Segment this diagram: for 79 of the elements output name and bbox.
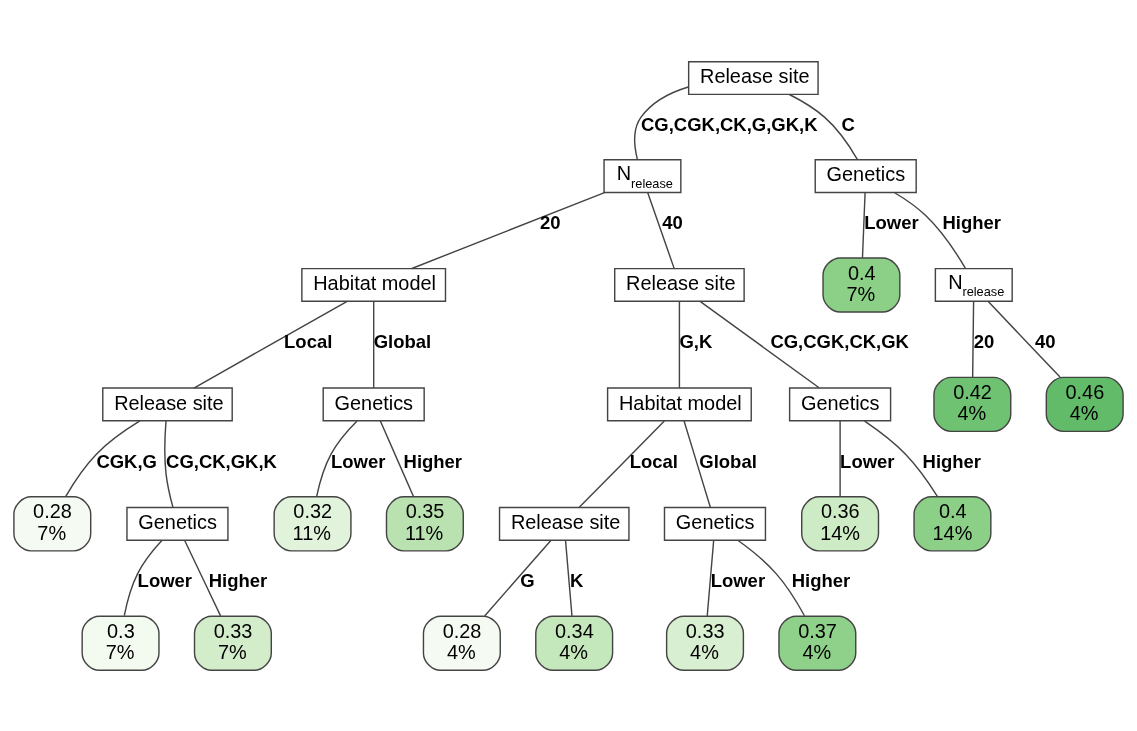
edge-label: CG,CK,GK,K [166,450,277,472]
edge-label: Lower [331,450,386,472]
edge-label: G [520,569,535,591]
node-box: 0.42 4% [933,376,1012,432]
edge-label: Local [284,330,333,352]
node-box: N$_{release}$ [603,158,682,193]
connector [483,539,552,617]
node-box: 0.37 4% [778,615,857,671]
connector [971,300,975,378]
edge-label: C [841,113,855,135]
edge-label: 40 [1034,330,1056,352]
edge-label: 20 [540,211,561,233]
edge-label: CG,CGK,CK,GK [770,330,909,352]
node-box: 0.36 14% [801,495,880,552]
connector [164,419,174,508]
node-box: Genetics [126,506,229,541]
connector [987,300,1061,378]
connector [737,539,806,616]
edge-label: Higher [942,211,1001,233]
connector [564,539,573,617]
edge-label: Higher [791,569,851,591]
edge-label: Higher [922,450,982,472]
node-box: 0.4 7% [822,256,901,313]
connector [372,300,375,388]
edge-label: Lower [710,569,766,591]
node-box: Genetics [788,386,892,421]
edge-label: Local [629,450,678,472]
node-box: Release site [614,267,745,302]
edge-label: Global [373,330,432,352]
edge-label: Lower [840,450,895,472]
node-box: Genetics [663,506,767,541]
node-box: 0.4 14% [913,495,992,552]
connector [893,191,966,269]
node-box: Genetics [322,386,425,421]
edge-label: 20 [973,330,995,352]
connector [193,300,348,389]
node-box: Habitat model [606,386,752,421]
edge-label: CG,CGK,CK,G,GK,K [641,113,818,135]
connector [184,539,222,617]
node-box: Release site [687,60,819,95]
edge-label: Lower [864,211,919,233]
connector [683,419,712,508]
node-box: 0.28 7% [13,495,92,552]
edge-label: G,K [679,330,713,352]
edge-label: CGK,G [96,450,157,472]
connector [64,419,141,497]
connector [863,419,939,497]
edge-label: 40 [662,211,683,233]
edge-label: Global [699,450,757,472]
connector [839,419,841,497]
node-box: Release site [498,506,630,541]
node-box: 0.34 4% [535,615,614,671]
connector [411,191,606,269]
connector [647,191,675,269]
node-box: Genetics [814,158,917,193]
connector [706,539,715,617]
node-box: 0.32 11% [273,495,352,552]
node-box: 0.3 7% [81,615,160,671]
node-box: 0.35 11% [385,495,464,552]
connector [123,539,163,616]
edge-label: K [569,569,584,591]
connector [379,419,415,497]
node-box: 0.46 4% [1045,376,1124,432]
connector [699,300,820,388]
node-box: 0.33 4% [665,615,745,671]
edge-label: Higher [208,569,268,591]
node-box: 0.28 4% [422,615,501,671]
node-box: Release site [102,386,233,421]
node-box: N$_{release}$ [934,267,1013,302]
edge-label: Lower [137,569,193,591]
node-box: Habitat model [301,267,447,302]
connector [634,85,690,160]
edge-label: Higher [403,450,463,472]
connector [788,93,859,160]
connector [678,300,681,388]
connector [578,419,666,508]
node-box: 0.33 7% [193,615,272,671]
connector [861,191,866,258]
connector [315,419,358,497]
